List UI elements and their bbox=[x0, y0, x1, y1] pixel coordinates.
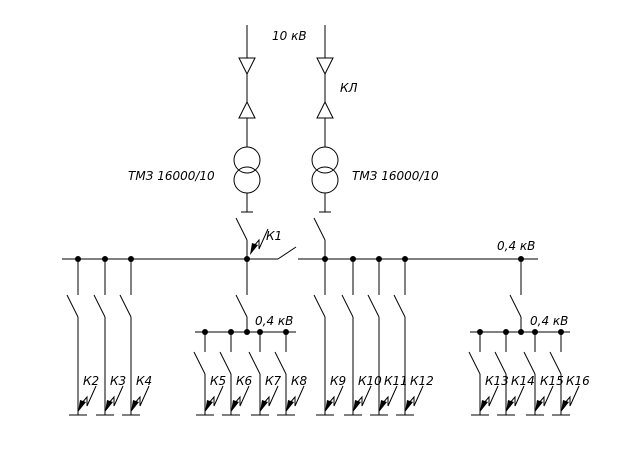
bus-tie-switch bbox=[277, 246, 297, 260]
fault-k1-label: К1 bbox=[266, 229, 282, 243]
transformer-winding-icon bbox=[233, 146, 261, 174]
hv-voltage-label: 10 кВ bbox=[272, 29, 307, 43]
transformer-winding-icon bbox=[311, 166, 339, 194]
transformer-right-label: ТМЗ 16000/10 bbox=[352, 169, 439, 183]
fault-zigzag-icon bbox=[381, 385, 398, 407]
fault-arrow-icon bbox=[105, 400, 113, 412]
fault-zigzag-icon bbox=[107, 385, 124, 407]
incoming-switch-left bbox=[235, 217, 248, 241]
feeder-switch bbox=[367, 294, 380, 318]
fault-arrow-icon bbox=[131, 400, 139, 412]
transformer-winding-icon bbox=[311, 146, 339, 174]
feeder-switch bbox=[523, 351, 536, 375]
feeder-label: К15 bbox=[540, 374, 564, 388]
incoming-switch-right bbox=[313, 217, 326, 241]
sub-bus-right-voltage-label: 0,4 кВ bbox=[530, 314, 568, 328]
feeder-switch bbox=[93, 294, 106, 318]
feeder-label: К16 bbox=[566, 374, 590, 388]
feeder-switch bbox=[119, 294, 132, 318]
fault-zigzag-icon bbox=[207, 385, 224, 407]
cable-termination-up-icon bbox=[316, 100, 334, 119]
sub-bus-switch bbox=[235, 294, 248, 318]
feeder-switch bbox=[66, 294, 79, 318]
fault-arrow-icon bbox=[405, 400, 413, 412]
fault-arrow-icon bbox=[205, 400, 213, 412]
feeder-switch bbox=[549, 351, 562, 375]
fault-zigzag-icon bbox=[407, 385, 424, 407]
feeder-label: К13 bbox=[485, 374, 509, 388]
feeder-switch bbox=[341, 294, 354, 318]
feeder-label: К3 bbox=[110, 374, 126, 388]
fault-arrow-icon bbox=[250, 243, 258, 255]
feeder-switch bbox=[219, 351, 232, 375]
main-bus-voltage-label: 0,4 кВ bbox=[497, 239, 535, 253]
bus-node bbox=[244, 329, 250, 335]
fault-zigzag-icon bbox=[508, 385, 525, 407]
fault-zigzag-icon bbox=[133, 385, 150, 407]
fault-arrow-icon bbox=[561, 400, 569, 412]
fault-zigzag-icon bbox=[80, 385, 97, 407]
cable-line-label: КЛ bbox=[340, 81, 358, 95]
feeder-label: К5 bbox=[210, 374, 226, 388]
feeder-switch bbox=[248, 351, 261, 375]
feeder-label: К9 bbox=[330, 374, 346, 388]
sub-bus-left-voltage-label: 0,4 кВ bbox=[255, 314, 293, 328]
feeder-label: К8 bbox=[291, 374, 308, 388]
feeder-label: К2 bbox=[83, 374, 99, 388]
cable-termination-down-icon bbox=[316, 57, 334, 76]
sub-bus-switch bbox=[509, 294, 522, 318]
fault-arrow-icon bbox=[480, 400, 488, 412]
fault-zigzag-icon bbox=[262, 385, 279, 407]
feeder-switch bbox=[494, 351, 507, 375]
feeder-label: К14 bbox=[511, 374, 535, 388]
feeder-switch bbox=[313, 294, 326, 318]
fault-zigzag-icon bbox=[537, 385, 554, 407]
fault-arrow-icon bbox=[231, 400, 239, 412]
transformer-winding-icon bbox=[233, 166, 261, 194]
feeder-switch bbox=[274, 351, 287, 375]
fault-arrow-icon bbox=[325, 400, 333, 412]
feeder-label: К6 bbox=[236, 374, 253, 388]
fault-arrow-icon bbox=[353, 400, 361, 412]
fault-zigzag-icon bbox=[327, 385, 344, 407]
feeder-switch bbox=[393, 294, 406, 318]
feeder-label: К11 bbox=[384, 374, 408, 388]
feeder-switch bbox=[468, 351, 481, 375]
fault-zigzag-icon bbox=[288, 385, 305, 407]
fault-zigzag-icon bbox=[482, 385, 499, 407]
fault-arrow-icon bbox=[379, 400, 387, 412]
cable-termination-down-icon bbox=[238, 57, 256, 76]
fault-arrow-icon bbox=[286, 400, 294, 412]
cable-termination-up-icon bbox=[238, 100, 256, 119]
fault-arrow-icon bbox=[78, 400, 86, 412]
feeder-label: К4 bbox=[136, 374, 152, 388]
fault-zigzag-icon bbox=[355, 385, 372, 407]
feeder-label: К7 bbox=[265, 374, 282, 388]
bus-node bbox=[518, 329, 524, 335]
fault-zigzag-icon bbox=[233, 385, 250, 407]
transformer-left-label: ТМЗ 16000/10 bbox=[128, 169, 215, 183]
fault-arrow-icon bbox=[535, 400, 543, 412]
feeder-label: К10 bbox=[358, 374, 382, 388]
fault-zigzag-icon bbox=[563, 385, 580, 407]
feeder-switch bbox=[193, 351, 206, 375]
fault-arrow-icon bbox=[506, 400, 514, 412]
fault-arrow-icon bbox=[260, 400, 268, 412]
fault-zigzag-icon bbox=[252, 228, 269, 250]
feeder-label: К12 bbox=[410, 374, 434, 388]
